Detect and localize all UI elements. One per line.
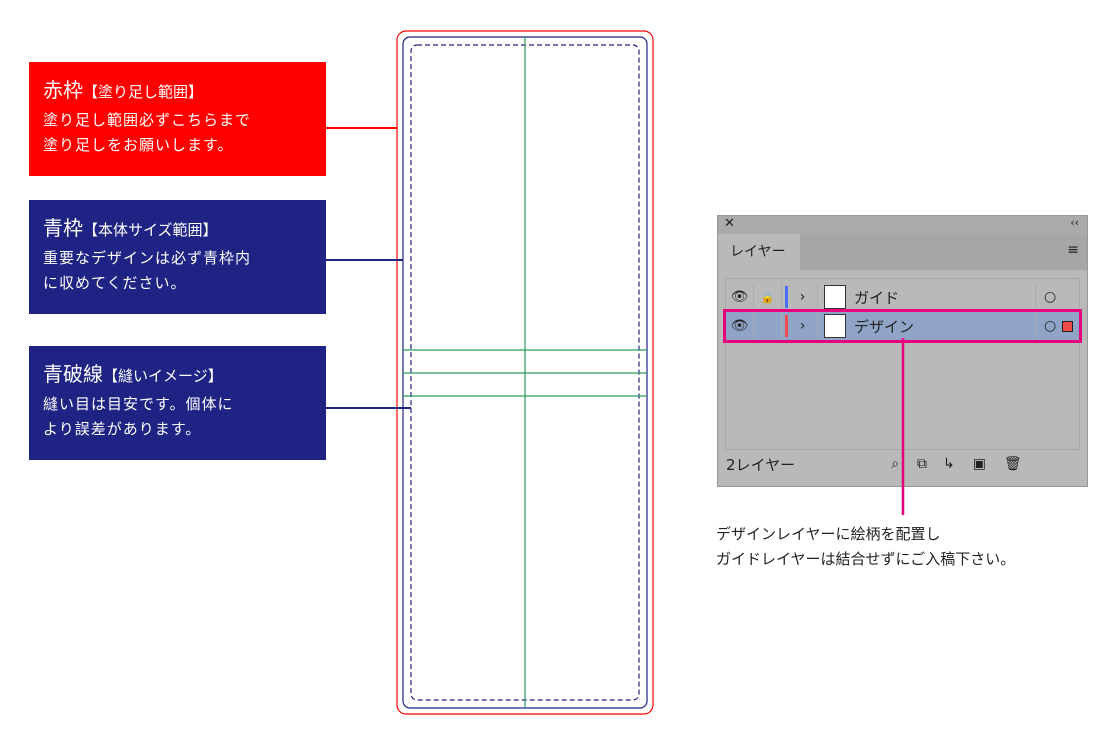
callout-trim: 青枠【本体サイズ範囲】 重要なデザインは必ず青枠内に収めてください。 <box>29 200 326 314</box>
layer-count: 2レイヤー <box>726 455 796 474</box>
lock-toggle[interactable] <box>754 312 782 340</box>
trash-icon[interactable]: 🗑 <box>1003 456 1022 472</box>
layer-name[interactable]: ガイド <box>854 288 900 307</box>
layers-panel: ✕‹‹ レイヤー ≡ 👁 🔒 › ガイド ○ 👁 › デザイン ○ 2レイヤー … <box>717 215 1088 487</box>
menu-icon[interactable]: ≡ <box>1067 242 1079 258</box>
collapse-icon[interactable]: ‹‹ <box>1070 216 1079 229</box>
guide-lines <box>403 37 647 708</box>
close-icon[interactable]: ✕ <box>724 216 735 231</box>
note-line: ガイドレイヤーは結合せずにご入稿下さい。 <box>716 550 1016 568</box>
callout-subtitle: 【塗り足し範囲】 <box>83 83 204 101</box>
layer-row-design[interactable]: 👁 › デザイン ○ <box>723 309 1082 343</box>
callout-bleed: 赤枠【塗り足し範囲】 塗り足し範囲必ずこちらまで塗り足しをお願いします。 <box>29 62 326 176</box>
layer-thumbnail <box>824 314 846 338</box>
instruction-note: デザインレイヤーに絵柄を配置し ガイドレイヤーは結合せずにご入稿下さい。 <box>716 522 1015 572</box>
callout-stitch: 青破線【縫いイメージ】 縫い目は目安です。個体により誤差があります。 <box>29 346 326 460</box>
search-icon[interactable]: ⌕ <box>891 456 899 472</box>
new-sublayer-icon[interactable]: ↳ <box>942 456 955 472</box>
expand-chevron-icon[interactable]: › <box>788 312 818 340</box>
layer-row-guide[interactable]: 👁 🔒 › ガイド ○ <box>726 283 1079 311</box>
callout-subtitle: 【本体サイズ範囲】 <box>83 221 218 239</box>
callout-title: 青破線 <box>43 362 103 386</box>
lock-icon[interactable]: 🔒 <box>754 283 782 311</box>
clip-mask-icon[interactable]: ⧉ <box>916 456 927 472</box>
bleed-frame <box>396 30 654 715</box>
callout-subtitle: 【縫いイメージ】 <box>103 367 223 385</box>
layer-list: 👁 🔒 › ガイド ○ 👁 › デザイン ○ <box>723 278 1082 450</box>
selection-square-icon <box>1062 320 1074 332</box>
new-layer-icon[interactable]: ▣ <box>972 456 986 472</box>
callout-title: 赤枠 <box>43 78 83 102</box>
eye-icon[interactable]: 👁 <box>726 312 754 340</box>
callout-desc: 縫い目は目安です。個体に <box>43 395 234 413</box>
eye-icon[interactable]: 👁 <box>726 283 754 311</box>
tab-layers[interactable]: レイヤー <box>718 234 800 270</box>
callout-desc: に収めてください。 <box>43 274 187 292</box>
callout-desc: 重要なデザインは必ず青枠内 <box>43 249 252 267</box>
note-line: デザインレイヤーに絵柄を配置し <box>716 525 941 543</box>
target-circle-icon[interactable]: ○ <box>1035 312 1079 340</box>
expand-chevron-icon[interactable]: › <box>788 283 818 311</box>
target-circle-icon[interactable]: ○ <box>1035 283 1079 311</box>
callout-title: 青枠 <box>43 216 83 240</box>
callout-desc: 塗り足しをお願いします。 <box>43 136 234 154</box>
callout-desc: 塗り足し範囲必ずこちらまで <box>43 111 252 129</box>
layer-name[interactable]: デザイン <box>854 317 915 336</box>
callout-desc: より誤差があります。 <box>43 420 202 438</box>
layer-thumbnail <box>824 285 846 309</box>
